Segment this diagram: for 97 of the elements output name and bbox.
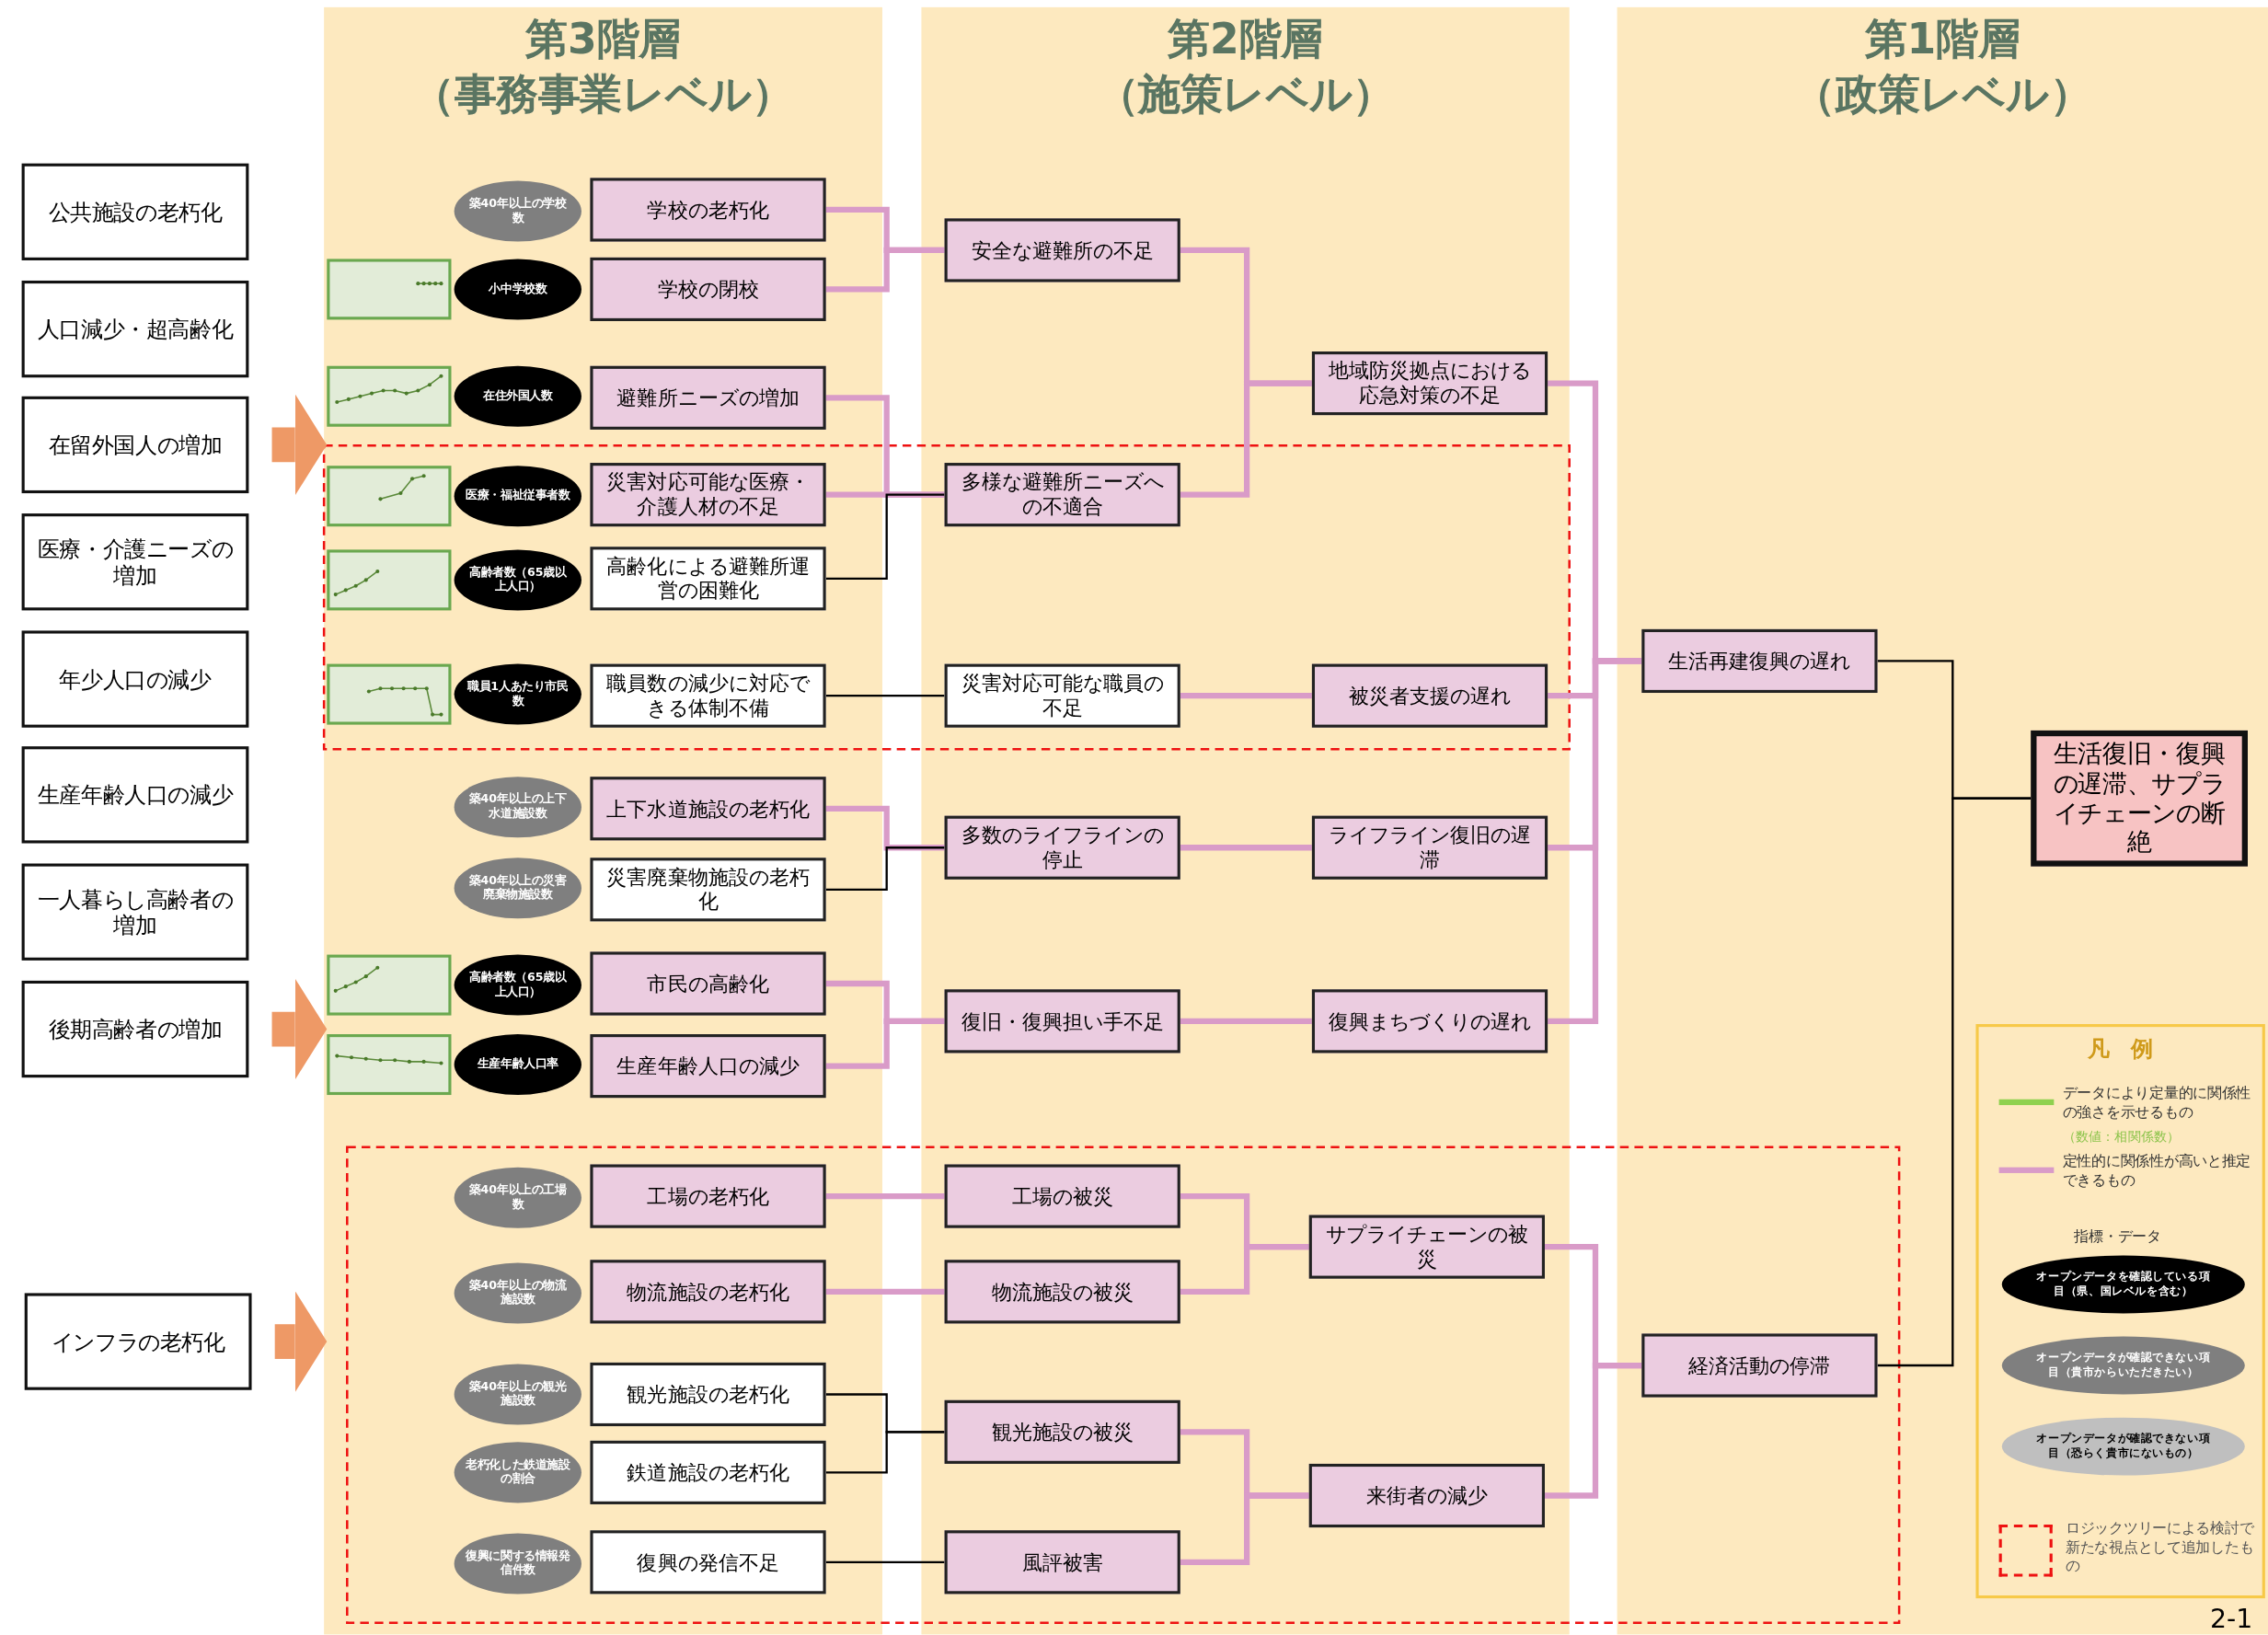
factor-box: 医療・介護ニーズの増加	[21, 513, 249, 611]
issue-box: 多様な避難所ニーズへの不適合	[944, 463, 1180, 527]
outcome-box: 生活復旧・復興の遅滞、サプライチェーンの断絶	[2031, 730, 2248, 867]
connector	[825, 1018, 945, 1069]
legend-ellipse: オープンデータが確認できない項目（貴市からいただきたい）	[2001, 1336, 2245, 1395]
factor-box: 一人暮らし高齢者の増加	[21, 863, 249, 961]
connector	[1180, 1243, 1309, 1295]
issue-box: 避難所ニーズの増加	[590, 365, 826, 430]
factor-box: 後期高齢者の増加	[21, 980, 249, 1078]
issue-box: 復旧・復興担い手不足	[944, 989, 1180, 1054]
legend-subtitle: 指標・データ	[2074, 1226, 2161, 1246]
issue-box: 高齢化による避難所運営の困難化	[590, 547, 826, 611]
connector	[825, 1560, 945, 1563]
issue-box: 工場の老朽化	[590, 1164, 826, 1228]
column-heading: 第1階層	[1864, 13, 2021, 66]
indicator-ellipse: 小中学校数	[454, 259, 581, 320]
factor-box: インフラの老朽化	[24, 1293, 252, 1390]
connector	[1180, 845, 1312, 851]
issue-box: 被災者支援の遅れ	[1311, 663, 1548, 728]
issue-box: 物流施設の老朽化	[590, 1260, 826, 1324]
issue-box: 多数のライフラインの停止	[944, 815, 1180, 880]
connector	[825, 846, 945, 891]
issue-box: 職員数の減少に対応できる体制不備	[590, 663, 826, 728]
issue-box: 災害対応可能な医療・介護人材の不足	[590, 463, 826, 527]
issue-box: 物流施設の被災	[944, 1260, 1180, 1324]
issue-box: 復興まちづくりの遅れ	[1311, 989, 1548, 1054]
legend-note: （数値：相関係数）	[2062, 1128, 2181, 1146]
connector	[825, 695, 945, 697]
connector	[825, 1192, 945, 1200]
legend-text: データにより定量的に関係性の強さを示せるもの	[2062, 1085, 2252, 1122]
factor-box: 生産年齢人口の減少	[21, 746, 249, 844]
connector	[825, 247, 945, 293]
column-heading: （政策レベル）	[1792, 67, 2093, 121]
indicator-ellipse: 高齢者数（65歳以上人口）	[454, 549, 581, 611]
legend-ellipse: オープンデータが確認できない項目（恐らく貴市にないもの）	[2001, 1417, 2245, 1476]
chevron-arrow	[271, 978, 328, 1080]
legend-text: 定性的に関係性が高いと推定できるもの	[2062, 1152, 2252, 1190]
factor-box: 人口減少・超高齢化	[21, 281, 249, 378]
issue-box: サプライチェーンの被災	[1308, 1215, 1545, 1279]
issue-box: 観光施設の被災	[944, 1399, 1180, 1464]
connector	[1180, 1018, 1312, 1025]
column-band	[324, 6, 882, 1635]
issue-box: 災害対応可能な職員の不足	[944, 663, 1180, 728]
indicator-ellipse: 築40年以上の上下水道施設数	[454, 777, 581, 838]
issue-box: 工場の被災	[944, 1164, 1180, 1228]
issue-box: 風評被害	[944, 1530, 1180, 1595]
issue-box: 生産年齢人口の減少	[590, 1034, 826, 1099]
connector	[1180, 693, 1312, 699]
indicator-ellipse: 生産年齢人口率	[454, 1034, 581, 1096]
factor-box: 公共施設の老朽化	[21, 163, 249, 260]
connector	[825, 805, 945, 851]
indicator-ellipse: 職員1人あたり市民数	[454, 663, 581, 725]
issue-box: 復興の発信不足	[590, 1530, 826, 1595]
factor-box: 在留外国人の増加	[21, 396, 249, 494]
issue-box: 市民の高齢化	[590, 951, 826, 1016]
column-heading: （事務事業レベル）	[411, 67, 796, 121]
indicator-ellipse: 築40年以上の観光施設数	[454, 1364, 581, 1425]
factor-box: 年少人口の減少	[21, 630, 249, 728]
indicator-ellipse: 高齢者数（65歳以上人口）	[454, 954, 581, 1016]
connector	[825, 1431, 945, 1474]
legend-text: ロジックツリーによる検討で新たな視点として追加したもの	[2065, 1519, 2254, 1575]
issue-box: 生活再建復興の遅れ	[1641, 628, 1878, 693]
indicator-ellipse: 老朽化した鉄道施設の割合	[454, 1442, 581, 1503]
connector	[1544, 1362, 1642, 1499]
chevron-arrow	[271, 394, 328, 496]
indicator-ellipse: 医療・福祉従事者数	[454, 466, 581, 527]
indicator-ellipse: 築40年以上の災害廃棄物施設数	[454, 858, 581, 919]
connector	[825, 493, 945, 580]
issue-box: 学校の老朽化	[590, 178, 826, 242]
indicator-ellipse: 築40年以上の学校数	[454, 180, 581, 242]
issue-box: 観光施設の老朽化	[590, 1362, 826, 1427]
column-heading: 第2階層	[1167, 13, 1324, 66]
issue-box: 災害廃棄物施設の老朽化	[590, 858, 826, 922]
issue-box: 鉄道施設の老朽化	[590, 1440, 826, 1504]
issue-box: 来街者の減少	[1308, 1463, 1545, 1528]
issue-box: 学校の閉校	[590, 257, 826, 321]
connector	[1877, 797, 2032, 1367]
indicator-ellipse: 築40年以上の工場数	[454, 1167, 581, 1228]
indicator-ellipse: 復興に関する情報発信件数	[454, 1533, 581, 1595]
issue-box: ライフライン復旧の遅滞	[1311, 815, 1548, 880]
legend-title: 凡 例	[2087, 1035, 2154, 1064]
chevron-arrow	[274, 1291, 328, 1393]
connector	[825, 1288, 945, 1295]
column-heading: 第3階層	[524, 13, 682, 66]
page-number: 2-1	[2210, 1602, 2253, 1633]
issue-box: 地域防災拠点における応急対策の不足	[1311, 351, 1548, 416]
connector	[1180, 380, 1312, 498]
indicator-ellipse: 在住外国人数	[454, 365, 581, 427]
connector	[825, 491, 945, 498]
column-heading: （施策レベル）	[1095, 67, 1396, 121]
issue-box: 経済活動の停滞	[1641, 1333, 1878, 1398]
column-band	[921, 6, 1570, 1635]
issue-box: 上下水道施設の老朽化	[590, 777, 826, 841]
legend-ellipse: オープンデータを確認している項目（県、国レベルを含む）	[2001, 1255, 2245, 1314]
issue-box: 安全な避難所の不足	[944, 218, 1180, 282]
connector	[1180, 1492, 1309, 1565]
indicator-ellipse: 築40年以上の物流施設数	[454, 1262, 581, 1324]
